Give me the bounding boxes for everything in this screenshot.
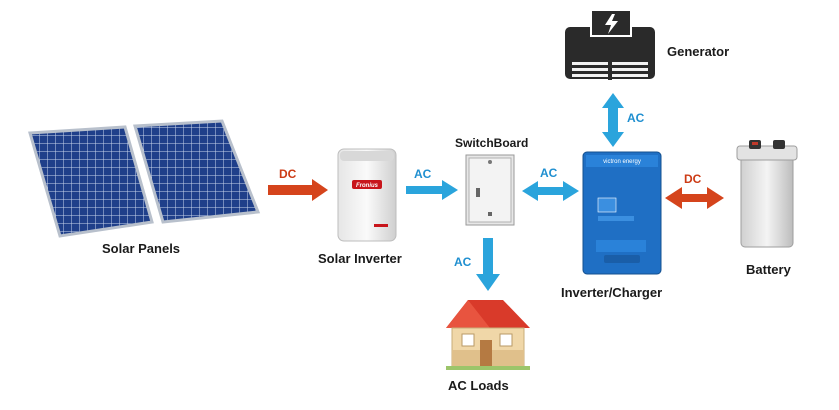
flow-label-ac-inverter: AC <box>414 167 432 181</box>
flow-label-ac-generator: AC <box>627 111 645 125</box>
solar-inverter-label: Solar Inverter <box>318 251 402 266</box>
solar-panels-label: Solar Panels <box>102 241 181 256</box>
battery-icon <box>736 140 798 248</box>
arrow-dc-panels-inverter <box>268 179 328 201</box>
switchboard-label: SwitchBoard <box>455 136 529 150</box>
inverter-charger-icon: victron energy <box>582 151 662 275</box>
arrow-ac-switchboard-loads <box>476 238 500 291</box>
solar-inverter-icon: Fronius <box>337 148 397 242</box>
solar-panel-icon <box>28 119 261 238</box>
arrow-ac-switchboard-charger <box>522 181 579 201</box>
generator-icon <box>565 9 655 80</box>
switchboard-icon <box>465 154 515 226</box>
battery-label: Battery <box>746 262 791 277</box>
flow-label-ac-loads: AC <box>454 255 472 269</box>
house-icon <box>446 300 530 370</box>
arrow-dc-charger-battery <box>665 187 724 209</box>
flow-label-dc-panels: DC <box>279 167 297 181</box>
inverter-charger-label: Inverter/Charger <box>561 285 663 300</box>
generator-label: Generator <box>667 44 730 59</box>
charger-brand-text: victron energy <box>603 159 641 165</box>
flow-arrows <box>268 93 724 291</box>
arrow-ac-generator-charger <box>602 93 624 147</box>
arrow-ac-inverter-switchboard <box>406 180 458 200</box>
flow-label-dc-battery: DC <box>684 172 702 186</box>
flow-label-ac-switchboard-charger: AC <box>540 166 558 180</box>
ac-loads-label: AC Loads <box>448 378 509 393</box>
inverter-brand-text: Fronius <box>356 183 379 189</box>
